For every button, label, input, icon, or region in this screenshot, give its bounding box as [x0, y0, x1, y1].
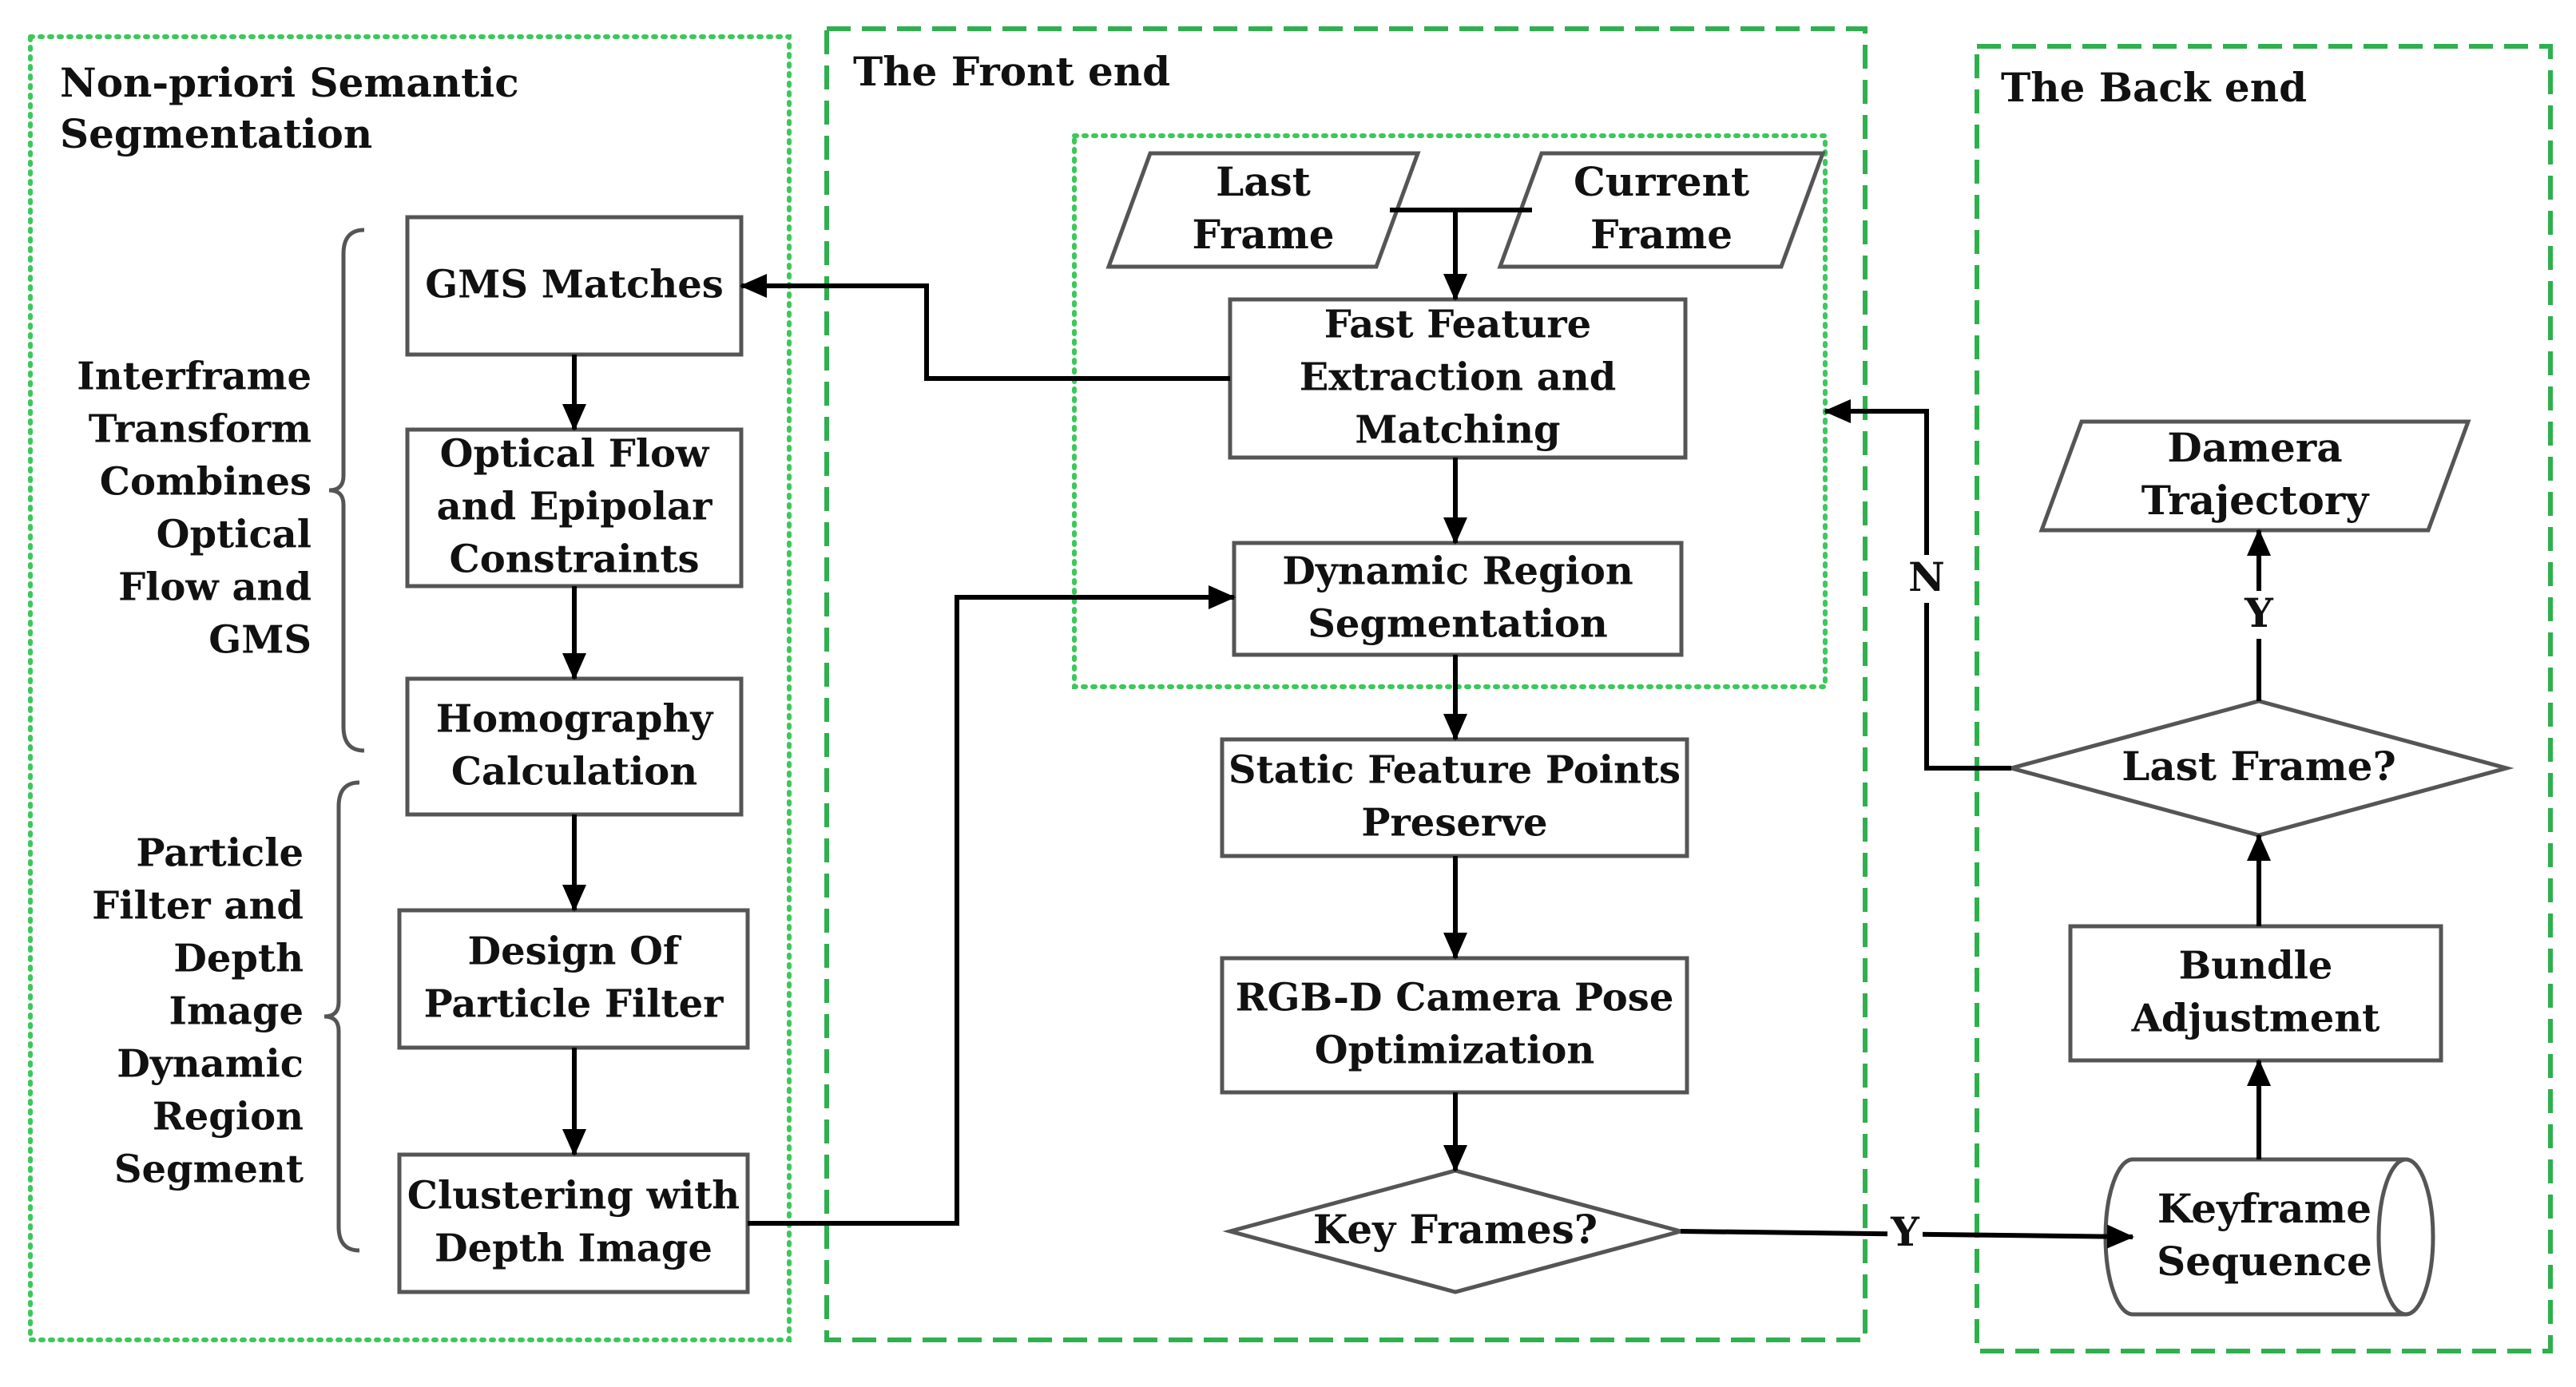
bundle-adj-box-text-line-1: Bundle	[2179, 944, 2333, 989]
gms-matches-box-text-line-1: GMS Matches	[425, 263, 724, 307]
brace-interframe	[328, 228, 365, 753]
static-points-box-text-line-2: Preserve	[1361, 801, 1547, 846]
edge-label-lastframe-no-plate	[1909, 555, 1944, 603]
pose-opt-box	[1220, 956, 1689, 1095]
edge-label-lastframe-no: N	[1908, 553, 1945, 600]
trajectory-output	[2038, 419, 2471, 533]
segmentation-panel	[28, 34, 792, 1342]
dynamic-region-box-text-line-2: Segmentation	[1308, 602, 1608, 647]
last-frame-input-text-line-1: Last	[1216, 158, 1311, 205]
edge-label-lastframe-yes: Y	[2244, 589, 2274, 636]
brace-label-particle-line-3: Depth	[173, 937, 304, 981]
keyframe-sequence-store-edge	[2376, 1157, 2407, 1317]
brace-particle	[323, 780, 360, 1253]
last-frame-input-text-line-2: Frame	[1192, 211, 1334, 258]
static-points-box-text-line-1: Static Feature Points	[1228, 748, 1681, 793]
bundle-adj-box	[2068, 924, 2443, 1063]
clustering-box-text-line-2: Depth Image	[435, 1227, 712, 1271]
front-end-panel	[824, 26, 1868, 1342]
brace-label-interframe-line-3: Combines	[100, 460, 312, 505]
optical-flow-box	[405, 427, 744, 588]
brace-label-particle-line-6: Region	[153, 1095, 304, 1139]
back-end-panel	[1975, 44, 2553, 1353]
last-frame-input	[1105, 151, 1421, 269]
current-frame-input-text-line-1: Current	[1574, 158, 1749, 205]
dynamic-region-box-text-line-1: Dynamic Region	[1282, 549, 1633, 594]
edge-label-keyframes-yes: Y	[1890, 1208, 1920, 1255]
homography-box	[405, 676, 744, 817]
arrow-fast-to-gms	[740, 274, 1230, 381]
edge-label-keyframes-yes-plate	[1887, 1210, 1923, 1258]
current-frame-input	[1497, 151, 1826, 269]
homography-box-text-line-1: Homography	[436, 697, 715, 742]
clustering-box-text-line-1: Clustering with	[407, 1174, 740, 1219]
arrow-clustering-to-dynamic	[748, 585, 1236, 1226]
brace-label-interframe-line-4: Optical	[157, 513, 312, 557]
fast-feature-box-text-line-3: Matching	[1355, 408, 1560, 453]
brace-label-particle-line-2: Filter and	[92, 884, 304, 929]
brace-label-particle-line-4: Image	[169, 989, 304, 1034]
optical-flow-box-text-line-1: Optical Flow	[440, 432, 710, 477]
bundle-adj-box-text-line-2: Adjustment	[2131, 997, 2380, 1041]
front-end-title: The Front end	[853, 48, 1170, 95]
current-frame-input-text-line-2: Frame	[1590, 211, 1733, 258]
pose-opt-box-text-line-1: RGB-D Camera Pose	[1236, 976, 1674, 1020]
last-frame-decision	[2003, 699, 2514, 838]
gms-matches-box	[405, 215, 744, 357]
keyframe-sequence-text-line-1: Keyframe	[2157, 1185, 2372, 1232]
particle-filter-box-text-line-2: Particle Filter	[424, 982, 724, 1027]
last-frame-decision-text-line-1: Last Frame?	[2122, 743, 2396, 790]
key-frames-decision-text-line-1: Key Frames?	[1313, 1206, 1598, 1253]
optical-flow-box-text-line-3: Constraints	[449, 537, 699, 582]
back-end-title: The Back end	[2001, 64, 2307, 111]
brace-label-interframe-line-5: Flow and	[118, 565, 312, 610]
fast-feature-box-text-line-1: Fast Feature	[1324, 303, 1591, 347]
pose-opt-box-text-line-2: Optimization	[1315, 1028, 1594, 1073]
edge-label-lastframe-yes-plate	[2241, 591, 2276, 639]
trajectory-output-text-line-2: Trajectory	[2141, 477, 2370, 524]
brace-label-interframe-line-6: GMS	[208, 618, 312, 663]
trajectory-output-text-line-1: Damera	[2167, 424, 2342, 471]
keyframe-sequence-store	[2103, 1157, 2435, 1317]
brace-label-interframe-line-2: Transform	[89, 407, 312, 452]
segmentation-title-line-1: Non-priori Semantic	[60, 59, 519, 106]
brace-label-particle-line-5: Dynamic	[117, 1042, 304, 1087]
brace-label-particle-line-7: Segment	[114, 1147, 304, 1192]
particle-filter-box-text-line-1: Design Of	[467, 929, 681, 974]
segmentation-title-line-2: Segmentation	[60, 110, 372, 157]
brace-label-interframe-line-1: Interframe	[77, 355, 312, 399]
fast-feature-box-text-line-2: Extraction and	[1300, 355, 1617, 400]
brace-label-particle-line-1: Particle	[136, 831, 304, 876]
optical-flow-box-text-line-2: and Epipolar	[437, 485, 713, 529]
keyframe-sequence-text-line-2: Sequence	[2157, 1238, 2372, 1285]
homography-box-text-line-2: Calculation	[451, 750, 697, 795]
